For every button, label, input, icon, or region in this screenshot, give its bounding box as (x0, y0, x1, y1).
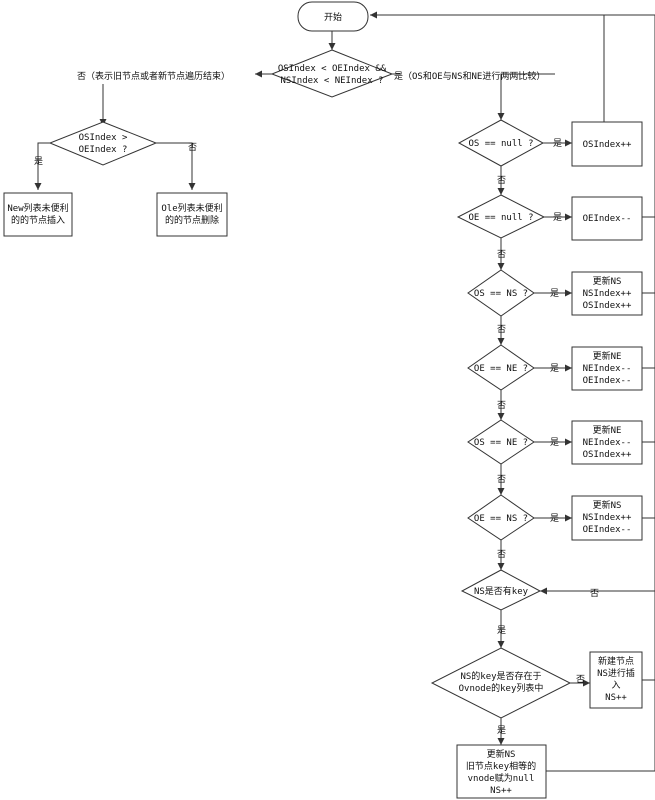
yes-label-d7: 是 (497, 625, 506, 636)
box-update-null-label-1: 更新NS (487, 748, 516, 760)
decision-ns-key (460, 569, 542, 611)
edge-main-yes-2 (497, 73, 555, 120)
box-new-node-label-4: NS++ (605, 693, 627, 703)
decision-os-ne (467, 419, 535, 465)
decision-key-exists-label-1: NS的key是否存在于 (460, 670, 541, 682)
new-insert-label-1: New列表未便利 (7, 202, 68, 214)
decision-oe-ne-label: OE == NE ? (474, 364, 528, 374)
decision-oe-ne (467, 344, 535, 391)
left-decision (48, 121, 158, 166)
edge-left-yes (34, 142, 52, 190)
start-label: 开始 (324, 11, 342, 23)
box-update-ns-1 (571, 271, 643, 316)
new-insert-box (3, 192, 73, 237)
box-update-ne-2-label-1: 更新NE (593, 424, 622, 436)
edge-left-no (156, 142, 196, 190)
yes-label-d2: 是 (553, 212, 562, 223)
no-label-d6: 否 (497, 549, 506, 560)
decision-os-ns (467, 269, 535, 317)
yes-label-d8: 是 (497, 725, 506, 736)
new-insert-label-2: 的的节点插入 (11, 214, 65, 226)
yes-label-d6: 是 (550, 513, 559, 524)
box-new-node-label-1: 新建节点 (598, 655, 634, 667)
no-label-d7: 否 (590, 588, 599, 599)
box-update-ne-1-label-3: OEIndex-- (583, 376, 632, 386)
left-yes-label: 是 (34, 156, 43, 167)
left-decision-label-1: OSIndex > (79, 133, 128, 143)
old-delete-box (156, 192, 228, 237)
yes-label-d1: 是 (553, 138, 562, 149)
no-label-d8: 否 (576, 674, 585, 685)
decision-oe-ns-label: OE == NS ? (474, 514, 528, 524)
box-new-node-label-2: NS进行插 (597, 667, 635, 679)
decision-os-ns-label: OS == NS ? (474, 289, 528, 299)
edge-b1-bus (370, 11, 605, 122)
box-update-null-label-2: 旧节点key相等的 (466, 760, 536, 772)
box-update-ne-1-label-1: 更新NE (593, 350, 622, 362)
box-osindex-inc (571, 121, 643, 167)
decision-key-exists-label-2: Ovnode的key列表中 (459, 682, 544, 694)
decision-oe-null-label: OE == null ? (468, 213, 533, 223)
box-update-ns-1-label-3: OSIndex++ (583, 301, 632, 311)
box-update-ne-1 (571, 346, 643, 391)
box-update-ns-1-label-1: 更新NS (593, 275, 622, 287)
box-update-null (456, 744, 547, 799)
box-update-null-label-3: vnode赋为null (468, 772, 535, 784)
box-new-node (589, 651, 643, 709)
no-label-d2: 否 (497, 249, 506, 260)
yes-label-d4: 是 (550, 363, 559, 374)
decision-key-exists (430, 647, 572, 719)
decision-os-null (457, 119, 545, 167)
yes-label-d3: 是 (550, 288, 559, 299)
decision-oe-null (456, 194, 546, 239)
no-label-d5: 否 (497, 474, 506, 485)
yes-label-d5: 是 (550, 437, 559, 448)
no-label-d1: 否 (497, 175, 506, 186)
box-update-ns-2-label-2: NSIndex++ (583, 513, 632, 523)
old-delete-label-1: Ole列表未便利 (161, 202, 222, 214)
decision-os-ne-label: OS == NE ? (474, 438, 528, 448)
no-label-d3: 否 (497, 324, 506, 335)
main-yes-label: 是（OS和OE与NS和NE进行两两比较） (394, 70, 545, 82)
box-update-null-label-4: NS++ (490, 786, 512, 796)
main-no-label: 否（表示旧节点或者新节点遍历结束） (77, 70, 230, 82)
main-decision (270, 49, 394, 98)
left-no-label: 否 (188, 142, 197, 153)
box-update-ns-1-label-2: NSIndex++ (583, 289, 632, 299)
box-new-node-label-3: 入 (611, 680, 620, 691)
box-update-ns-2-label-3: OEIndex-- (583, 525, 632, 535)
box-update-ns-2-label-1: 更新NS (593, 499, 622, 511)
decision-oe-ns (467, 494, 535, 541)
box-oeindex-dec (571, 196, 643, 241)
no-label-d4: 否 (497, 400, 506, 411)
decision-os-null-label: OS == null ? (468, 139, 533, 149)
old-delete-label-2: 的的节点删除 (165, 214, 219, 226)
box-update-ne-1-label-2: NEIndex-- (583, 364, 632, 374)
box-update-ne-2 (571, 420, 643, 465)
box-update-ne-2-label-3: OSIndex++ (583, 450, 632, 460)
main-decision-label-1: OSIndex < OEIndex && (278, 64, 387, 74)
main-decision-label-2: NSIndex < NEIndex ? (281, 76, 384, 86)
box-update-ne-2-label-2: NEIndex-- (583, 438, 632, 448)
decision-ns-key-label: NS是否有key (474, 585, 529, 597)
box-update-ns-2 (571, 495, 643, 541)
start-node (297, 1, 369, 32)
box-oeindex-dec-label: OEIndex-- (583, 214, 632, 224)
box-osindex-inc-label: OSIndex++ (583, 140, 632, 150)
left-decision-label-2: OEIndex ? (79, 145, 128, 155)
